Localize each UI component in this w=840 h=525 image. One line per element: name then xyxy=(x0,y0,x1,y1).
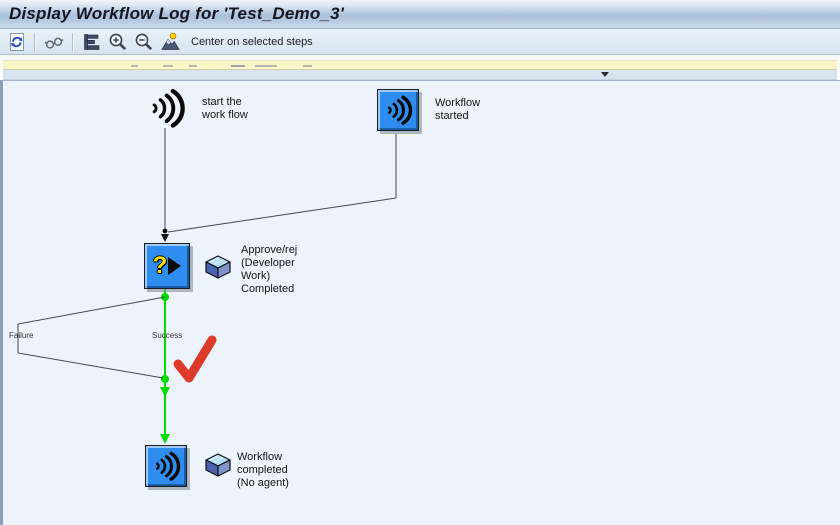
node-label: start the work flow xyxy=(202,96,248,121)
question-mark-icon: ? xyxy=(152,252,168,279)
zoom-in-icon xyxy=(109,33,127,50)
zoom-out-icon xyxy=(135,33,153,50)
clipped-text-mark xyxy=(255,65,277,67)
zoom-out-button[interactable] xyxy=(133,31,155,53)
display-button[interactable] xyxy=(43,31,65,53)
toolbar-separator xyxy=(34,32,36,51)
clipped-text-mark xyxy=(303,65,312,67)
refresh-button[interactable] xyxy=(5,31,27,53)
center-on-steps-label: Center on selected steps xyxy=(191,35,313,48)
zoom-in-button[interactable] xyxy=(107,31,129,53)
edge-failure xyxy=(17,296,166,379)
glasses-icon xyxy=(44,37,64,49)
node-label: Workflow started xyxy=(435,97,481,122)
log-as-list-button[interactable] xyxy=(81,31,103,53)
page-title: Display Workflow Log for 'Test_Demo_3' xyxy=(9,4,344,23)
node-approve-reject[interactable]: ? xyxy=(144,243,190,289)
failure-branch-label: Failure xyxy=(9,331,34,340)
node-workflow-started[interactable] xyxy=(377,89,419,131)
red-checkmark-icon xyxy=(173,335,217,383)
mountain-person-icon xyxy=(161,32,180,50)
node-start-event[interactable] xyxy=(146,88,186,133)
package-icon xyxy=(205,255,231,279)
node-label: Approve/rej (Developer Work) Completed xyxy=(241,244,298,295)
toolbar-separator xyxy=(72,32,74,51)
node-workflow-completed[interactable] xyxy=(145,445,187,487)
refresh-icon xyxy=(10,32,24,51)
success-branch-label: Success xyxy=(152,331,183,340)
splitter-bar[interactable] xyxy=(3,70,837,80)
event-waves-icon xyxy=(387,95,413,125)
package-icon xyxy=(205,453,231,477)
play-triangle-icon xyxy=(168,257,182,275)
workflow-graph-canvas[interactable]: start the work flow Workflow started ? A… xyxy=(0,80,840,525)
workflow-connectors xyxy=(17,128,397,444)
graphic-toolbar: Center on selected steps xyxy=(0,29,840,55)
clipped-text-mark xyxy=(163,65,173,67)
clipped-text-mark xyxy=(231,65,245,67)
event-waves-icon xyxy=(152,88,185,128)
list-chart-icon xyxy=(84,33,100,50)
center-on-steps-button[interactable] xyxy=(159,31,181,53)
edge-started-to-approve xyxy=(167,134,397,233)
gap-row xyxy=(0,55,840,60)
node-label: Workflow completed (No agent) xyxy=(237,451,289,489)
window-title-bar: Display Workflow Log for 'Test_Demo_3' xyxy=(0,0,840,29)
event-waves-icon xyxy=(155,451,181,481)
dropdown-triangle-icon[interactable] xyxy=(601,72,609,77)
clipped-text-mark xyxy=(131,65,138,67)
collapsed-header-strip[interactable] xyxy=(3,60,837,70)
clipped-text-mark xyxy=(189,65,197,67)
